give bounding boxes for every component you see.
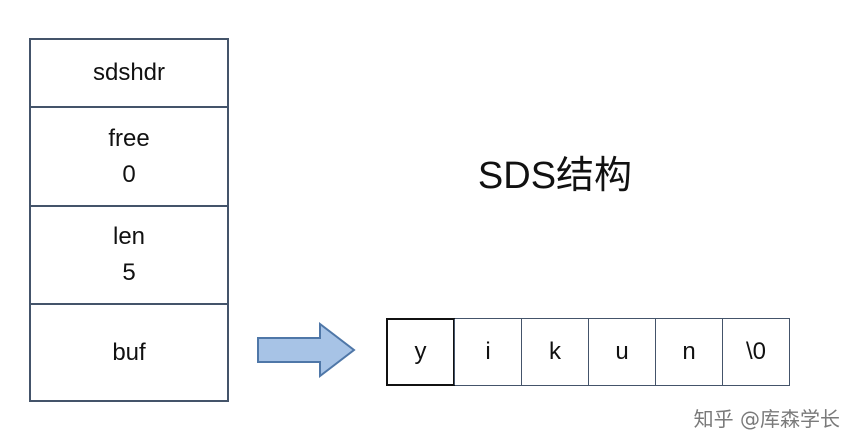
char-cell: y <box>386 318 455 386</box>
diagram-title: SDS结构 <box>477 155 633 197</box>
char-cell: \0 <box>722 319 789 385</box>
right-arrow-icon <box>257 322 356 378</box>
struct-label-sdshdr: sdshdr <box>92 59 166 86</box>
struct-row-free: free 0 <box>31 108 227 207</box>
struct-value-len: 5 <box>122 259 136 286</box>
struct-value-free: 0 <box>122 160 136 188</box>
char-cell: i <box>454 319 521 385</box>
char-cell: n <box>655 319 722 385</box>
struct-label-len: len <box>112 223 146 250</box>
char-cell: k <box>521 319 588 385</box>
char-cell: u <box>588 319 655 385</box>
buffer-char-array: y i k u n \0 <box>386 318 790 386</box>
watermark: 知乎 @库森学长 <box>693 407 840 431</box>
struct-row-sdshdr: sdshdr <box>31 40 227 108</box>
struct-row-len: len 5 <box>31 207 227 305</box>
sds-header-struct: sdshdr free 0 len 5 buf <box>29 38 229 402</box>
struct-row-buf: buf <box>31 305 227 400</box>
struct-label-free: free <box>108 124 150 152</box>
struct-label-buf: buf <box>112 338 146 366</box>
